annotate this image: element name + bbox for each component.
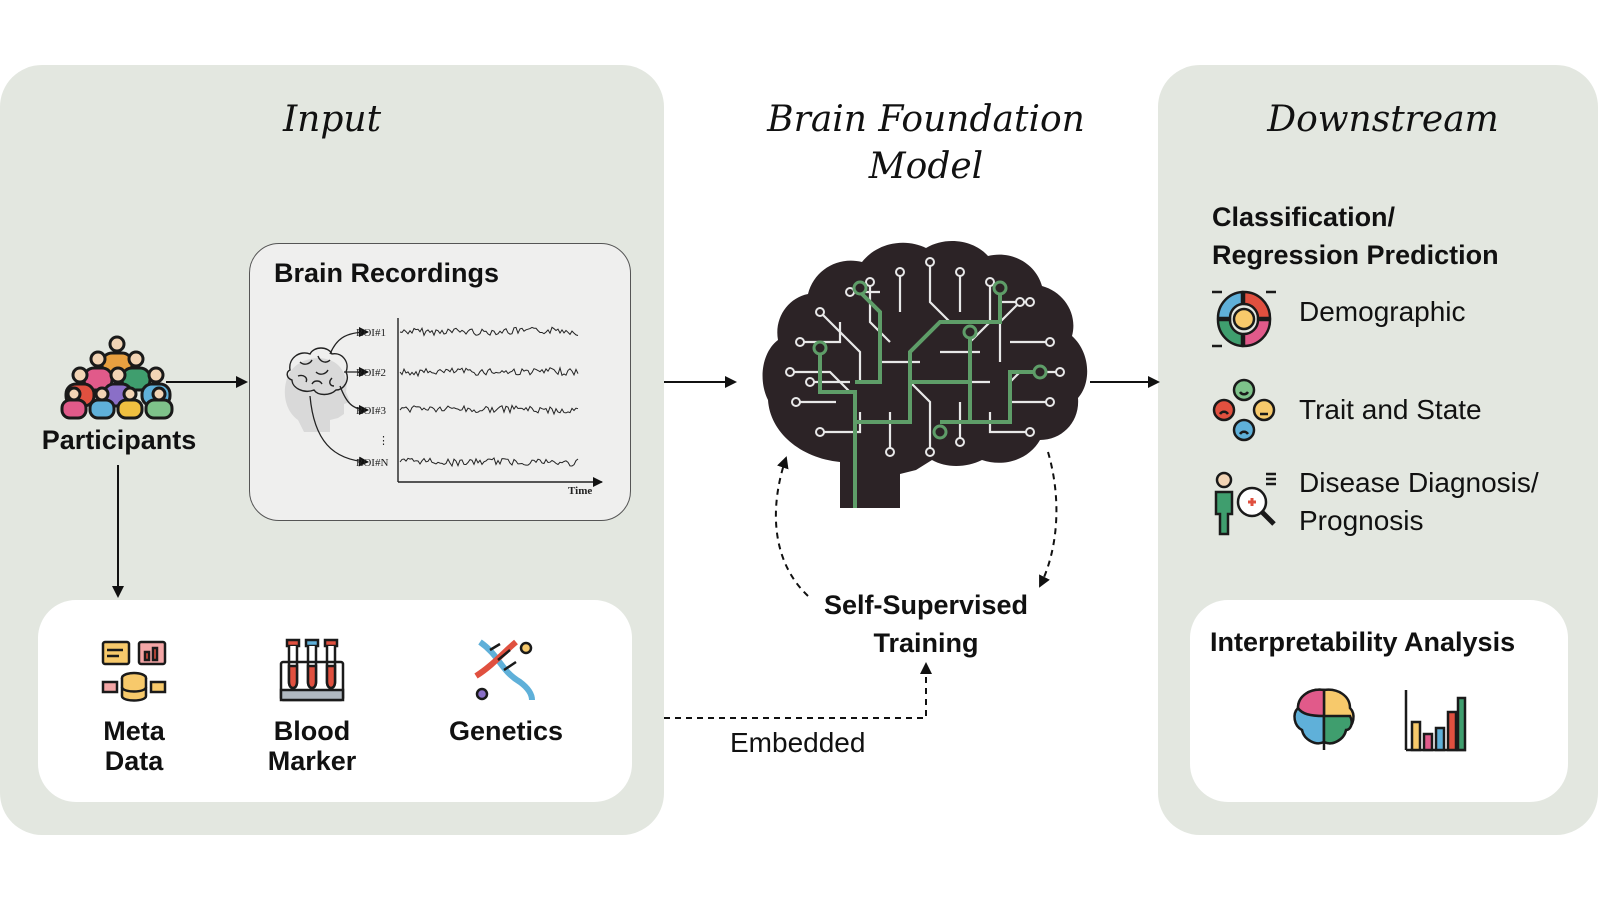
puzzle-brain-icon [1293,688,1355,750]
meta-data-label: Meta Data [103,716,165,776]
roi-ellipsis: ⋮ [378,435,389,447]
brain-sketch-icon [286,347,348,396]
interpretability-heading: Interpretability Analysis [1210,627,1516,657]
brain-recordings-title: Brain Recordings [274,258,500,288]
signal-trace [399,404,579,416]
diagnosis-icon [1214,471,1276,536]
roi-label: ROI#N [356,457,388,469]
circuit-brain-icon [762,241,1088,508]
interpretability-card [1190,600,1568,802]
demographic-label: Demographic [1299,296,1466,327]
signal-trace [399,457,579,468]
genetics-label: Genetics [448,716,564,746]
embedded-label: Embedded [730,727,866,758]
emotions-icon [1212,378,1276,442]
dashed-embedded-connector [664,662,932,719]
roi-label: ROI#2 [356,367,386,379]
disease-diagnosis-label: Disease Diagnosis/ Prognosis [1299,467,1539,536]
signal-trace [399,366,579,378]
time-axis-label: Time [568,485,592,497]
metadata-icon [101,640,167,702]
head-silhouette-icon [284,358,350,432]
input-title: Input [282,99,382,140]
dashed-arrow-model-to-training [1039,451,1058,588]
downstream-title: Downstream [1267,99,1499,140]
dna-icon [474,639,535,701]
roi-label: ROI#3 [356,405,386,417]
participants-icon [60,335,174,420]
signal-trace [399,326,579,337]
test-tubes-icon [279,638,345,702]
prediction-heading: Classification/ Regression Prediction [1212,202,1499,270]
demographic-icon [1212,290,1276,348]
blood-marker-label: Blood Marker [267,716,357,776]
model-title: Brain Foundation Model [767,99,1085,187]
self-supervised-training-label: Self-Supervised Training [823,590,1029,658]
roi-label: ROI#1 [356,327,386,339]
bar-chart-icon [1404,690,1467,752]
brain-signals-plot: ROI#1 ROI#2 ROI#3 ⋮ ROI#N Time [284,318,603,497]
trait-and-state-label: Trait and State [1299,394,1482,425]
participants-label: Participants [41,425,197,455]
